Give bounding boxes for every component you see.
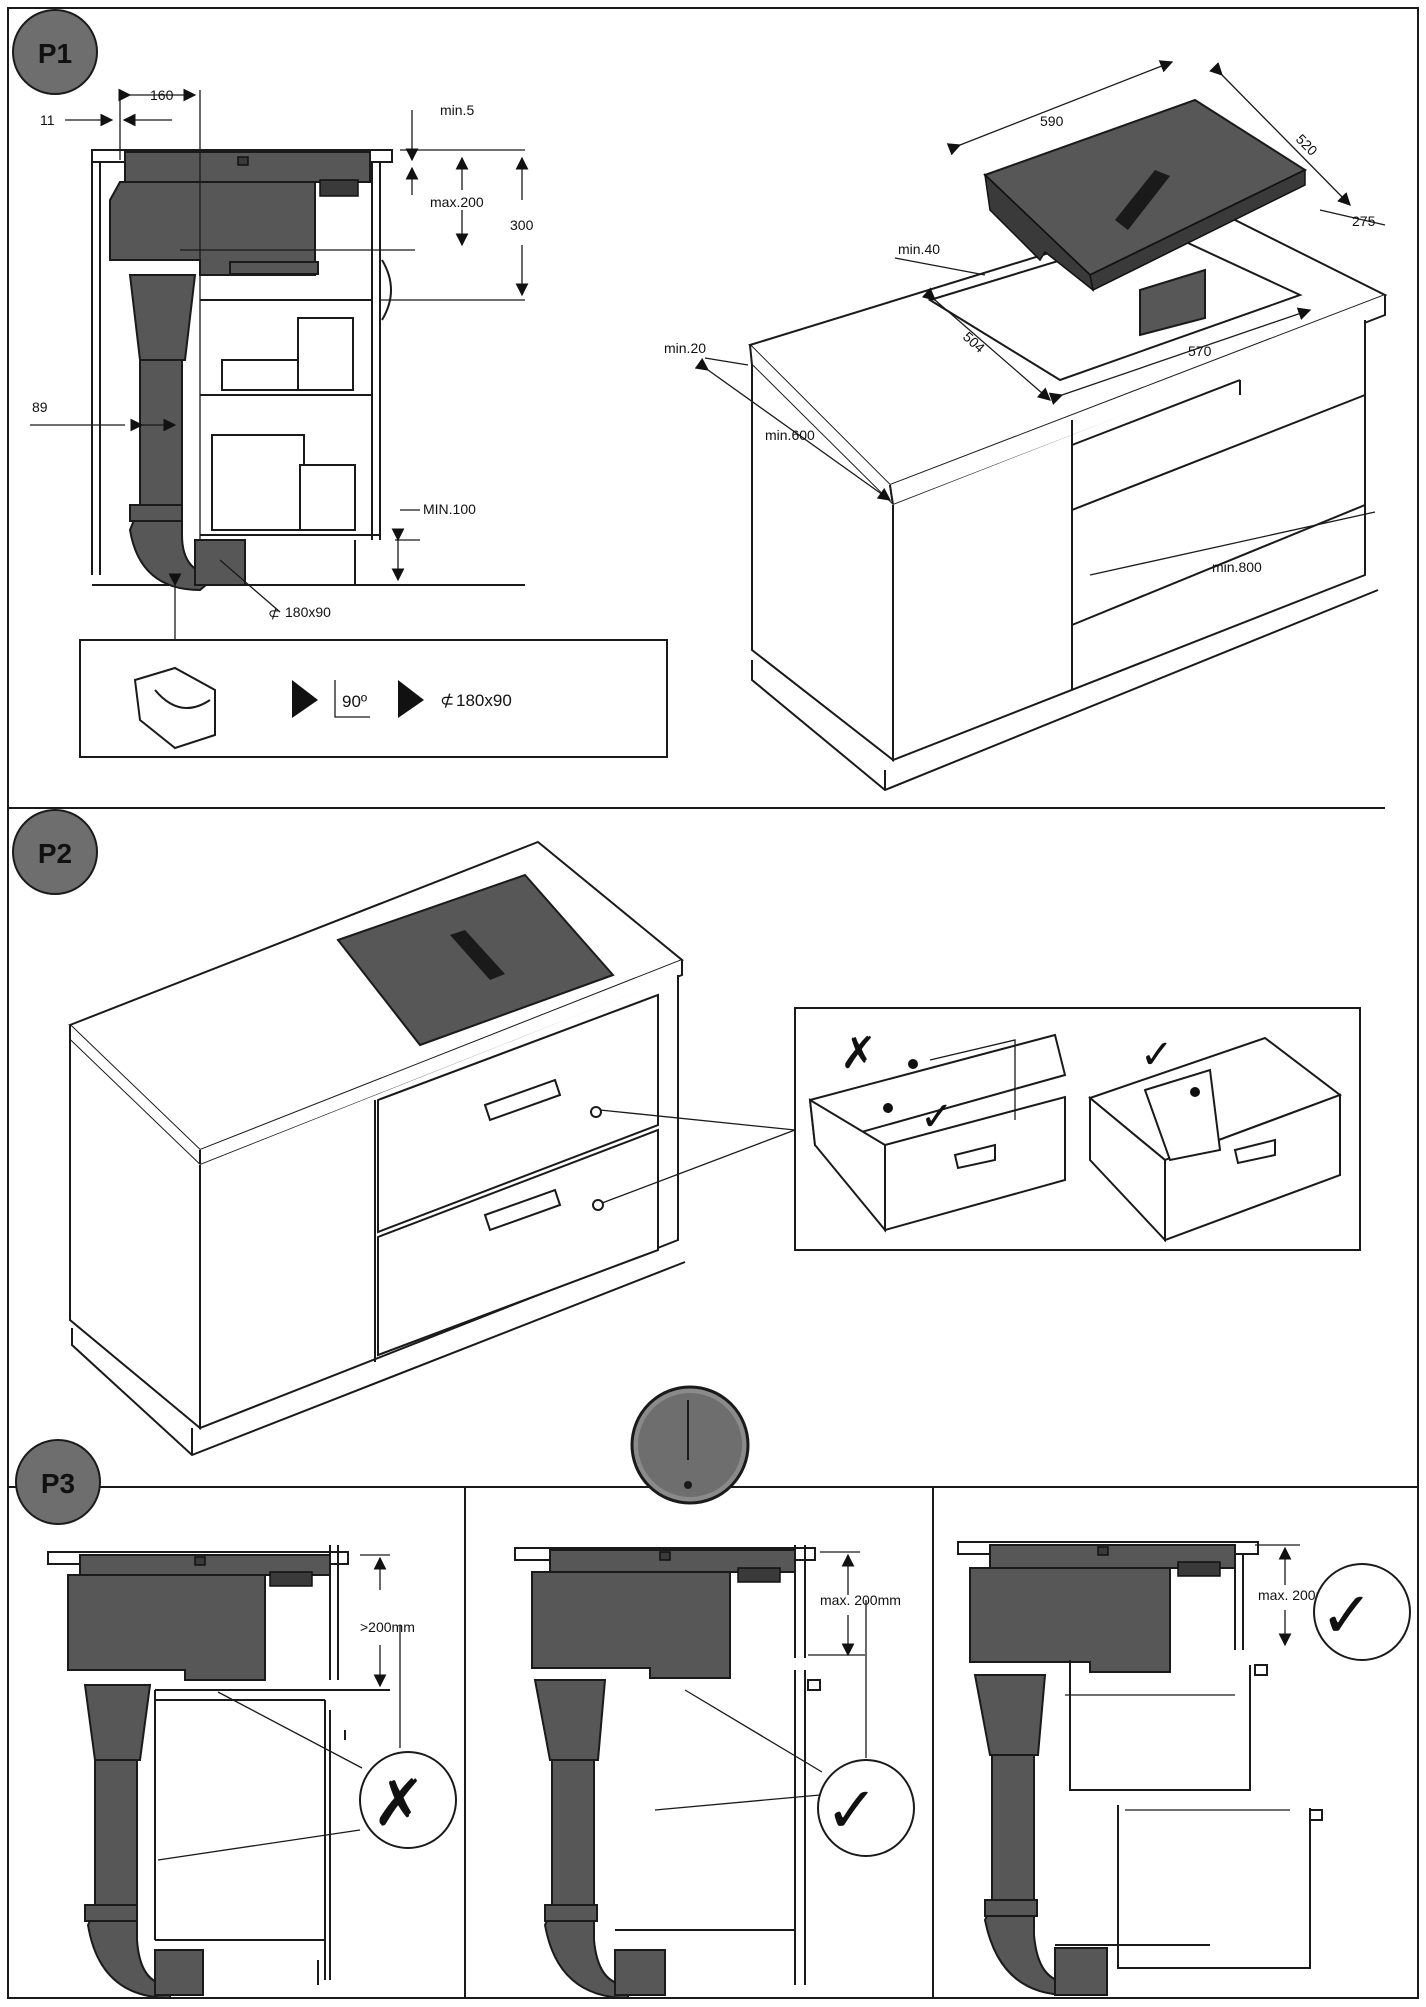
check-icon: ✓ <box>825 1774 879 1848</box>
p3-dim-label-1: >200mm <box>360 1619 415 1635</box>
p2-cabinet-view <box>68 840 796 1457</box>
check-icon: ✓ <box>920 1094 954 1140</box>
p1-legend-box: 90º ⊄ 180x90 <box>79 639 668 758</box>
badge-p2-label: P2 <box>38 838 72 869</box>
angle-label: 90º <box>342 692 367 711</box>
p3-dim-label-2: max. 200mm <box>820 1592 901 1608</box>
legend-duct-size-label: 180x90 <box>456 691 512 710</box>
arrow-right-icon <box>292 680 318 718</box>
dim-min40-label: min.40 <box>898 241 940 257</box>
duct-size-label: 180x90 <box>285 604 331 620</box>
badge-p1-label: P1 <box>38 38 72 69</box>
dim-min800-label: min.800 <box>1212 559 1262 575</box>
dim-max200-label: max.200 <box>430 194 484 210</box>
p1-isometric-view: 590 520 275 min.40 504 570 min.20 min.60… <box>664 60 1388 792</box>
p3-panel-2: max. 200mm ✓ <box>514 1545 933 2000</box>
badge-p2: P2 <box>12 809 98 895</box>
badge-p3: P3 <box>15 1439 101 1525</box>
circle-inset <box>630 1385 750 1505</box>
dim-275-label: 275 <box>1352 213 1376 229</box>
duct-rect-icon: ⊄ <box>440 691 454 710</box>
dim-min5-label: min.5 <box>440 102 474 118</box>
dim-min20-label: min.20 <box>664 340 706 356</box>
badge-p3-label: P3 <box>41 1468 75 1499</box>
p2-drawer-detail: ✗ ✓ ✓ <box>794 1007 1361 1251</box>
duct-rect-icon: ⊄ <box>268 605 280 621</box>
arrow-right-icon <box>398 680 424 718</box>
p3-panel-3: max. 200mm ✓ <box>957 1541 1418 1999</box>
check-icon: ✓ <box>1320 1579 1374 1653</box>
cross-icon: ✗ <box>372 1767 426 1841</box>
dim-min600-label: min.600 <box>765 427 815 443</box>
dim-570-label: 570 <box>1188 343 1212 359</box>
check-icon: ✓ <box>1140 1032 1174 1078</box>
badge-p1: P1 <box>12 9 98 95</box>
dim-300-label: 300 <box>510 217 534 233</box>
dim-160-label: 160 <box>150 87 174 103</box>
p1-side-view: 160 11 min.5 max.200 300 89 MIN.100 180x… <box>30 87 534 640</box>
dim-11-label: 11 <box>40 112 55 128</box>
p3-panel-1: >200mm ✗ <box>47 1545 465 2000</box>
dim-520-label: 520 <box>1293 131 1321 159</box>
cross-icon: ✗ <box>840 1029 877 1078</box>
dim-590-label: 590 <box>1040 113 1064 129</box>
dim-89-label: 89 <box>32 399 48 415</box>
dim-min100-label: MIN.100 <box>423 501 476 517</box>
